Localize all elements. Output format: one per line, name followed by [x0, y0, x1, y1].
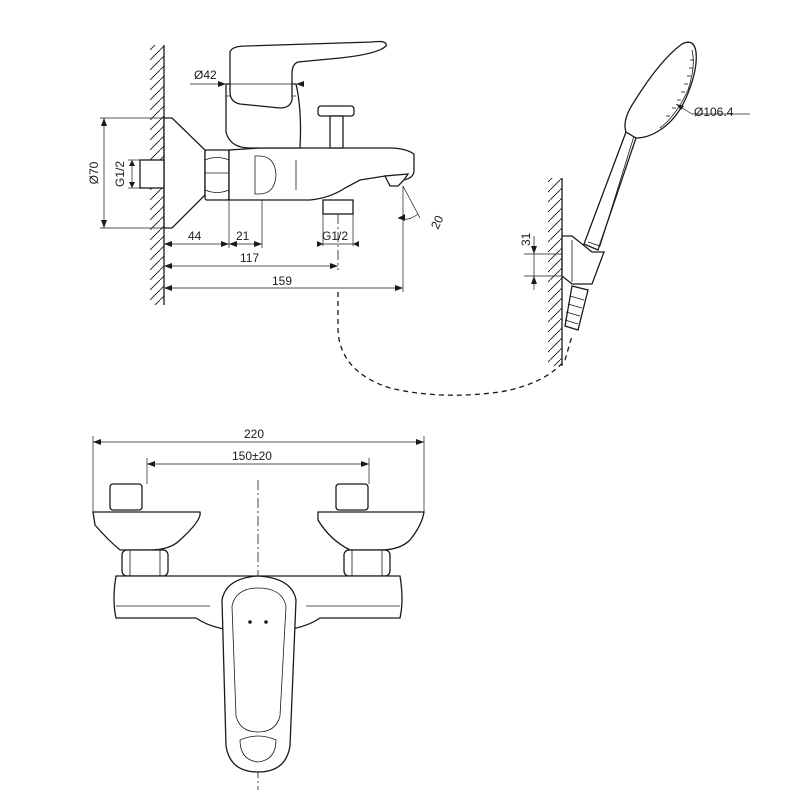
dim-overall-width: 220	[92, 427, 425, 512]
dim-center-distance: 150±20	[146, 449, 370, 484]
front-view: 220 150±20	[92, 427, 425, 790]
handle-dot-left	[248, 620, 252, 624]
dim-overall-width-label: 220	[244, 427, 264, 441]
dim-horizontal: 44 21 117 159	[164, 186, 404, 292]
shower-holder	[561, 235, 605, 285]
shower-handle	[583, 131, 637, 251]
diverter-knob	[317, 105, 355, 149]
mixer-body	[228, 147, 415, 201]
eccentric-right	[317, 483, 425, 577]
dim-handle: Ø42	[190, 68, 304, 87]
wall-right	[548, 178, 563, 366]
outlet-connector	[322, 199, 354, 215]
dim-44: 44	[188, 229, 202, 243]
dim-holder-label: 31	[519, 232, 533, 246]
dim-flange: Ø70	[87, 117, 164, 229]
body-recess	[254, 155, 277, 195]
dim-21: 21	[236, 229, 250, 243]
dim-holder-height: 31	[519, 232, 562, 290]
dim-inlet-thread: G1/2	[113, 159, 140, 189]
wall-flange	[163, 117, 206, 229]
dim-159: 159	[272, 274, 292, 288]
dim-outlet-thread: G1/2	[317, 214, 359, 247]
dim-spout-angle-label: 20	[428, 213, 446, 231]
front-handle	[221, 575, 297, 773]
mixer-handle	[229, 40, 387, 109]
dim-inlet-thread-label: G1/2	[113, 161, 127, 187]
dim-flange-diameter: Ø70	[87, 161, 101, 184]
dim-head-diameter: Ø106.4	[694, 105, 734, 119]
side-view: Ø70 G1/2 Ø42 44 2	[87, 40, 446, 305]
shower-head	[624, 41, 697, 139]
hex-nut	[204, 149, 230, 201]
shower-hose	[337, 292, 573, 396]
dim-117: 117	[240, 251, 259, 265]
eccentric-left	[92, 483, 201, 577]
dim-spout-angle: 20	[397, 185, 446, 231]
dim-outlet-thread-label: G1/2	[322, 229, 348, 243]
handle-dot-right	[264, 620, 268, 624]
hose-fitting	[564, 285, 589, 331]
shower-nozzles	[666, 59, 694, 117]
dim-handle-diameter: Ø42	[194, 68, 217, 82]
hand-shower-view: Ø106.4 31	[519, 41, 750, 366]
spout-outlet	[383, 173, 410, 187]
dim-center-distance-label: 150±20	[232, 449, 272, 463]
dim-shower-head: Ø106.4	[675, 103, 750, 119]
inlet-pipe	[139, 159, 165, 189]
